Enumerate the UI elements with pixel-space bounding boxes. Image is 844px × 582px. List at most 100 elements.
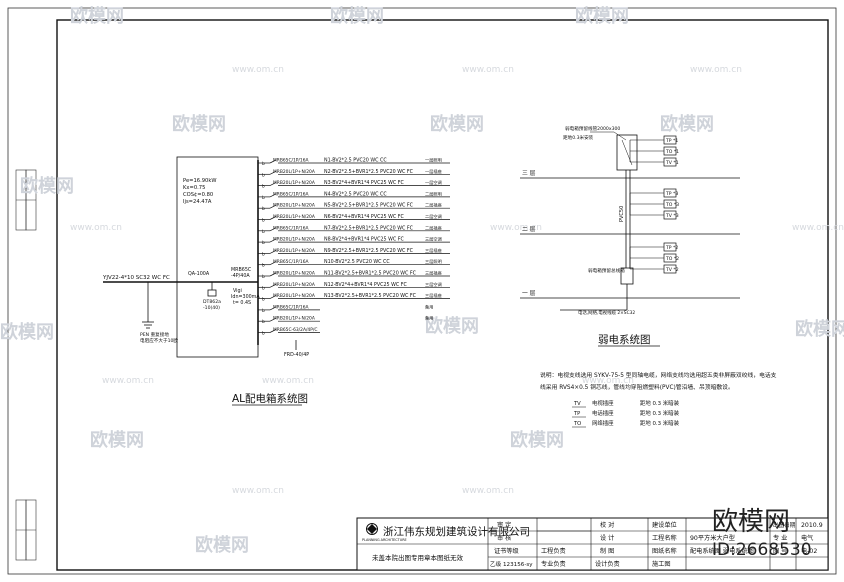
outlet-socket-icon <box>663 199 677 209</box>
circuit-cable: N12-BV2*4+BVR1*4 PVC25 WC FC <box>324 282 408 288</box>
note-line-2: 线采用 RVS4×0.5 铜芯线，管线均穿阻燃塑料(PVC)管沿墙、吊顶暗敷设。 <box>540 383 734 391</box>
weak-system-diagram: 弱电箱预留线管2000x300 距地0.3米安装 三 层 二 层 一 层 PVC… <box>520 125 740 347</box>
circuit-phase: b <box>262 285 265 291</box>
circuit-breaker: MRB65C-63/2A/4P/C <box>273 327 317 333</box>
circuit-phase: b <box>262 274 265 280</box>
binding-strip <box>15 169 37 561</box>
circuit-row: b MRB20L/1P+N/20A N6-BV2*4+BVR1*4 PVC25 WC… <box>258 213 450 224</box>
circuit-breaker: MRB65C/1P/16A <box>273 304 309 310</box>
svg-text:工程名称: 工程名称 <box>652 534 677 542</box>
svg-text:电气: 电气 <box>801 534 813 542</box>
circuit-breaker: MRB65C/1P/16A <box>273 225 309 231</box>
circuit-breaker: MRB20L/1P+N/20A <box>273 203 315 209</box>
circuit-phase: b <box>262 218 265 224</box>
legend-height: 距地 0.3 米暗装 <box>640 409 680 417</box>
outlet-item: TV *1 <box>630 157 679 167</box>
svg-text:www.om.cn: www.om.cn <box>462 65 514 75</box>
svg-text:设 计: 设 计 <box>600 534 614 542</box>
svg-text:审 核: 审 核 <box>497 534 511 542</box>
circuit-phase: b <box>262 263 265 269</box>
watermark-brand: 欧模网 <box>430 113 484 135</box>
circuit-cable: N4-BV2*2.5 PVC20 WC CC <box>324 191 387 197</box>
circuit-use: 备用 <box>425 315 433 322</box>
circuit-use: 二层照明 <box>425 191 442 197</box>
svg-text:电阻应不大于10欧: 电阻应不大于10欧 <box>140 337 178 344</box>
watermark-brand: 欧模网 <box>510 429 564 451</box>
circuit-breaker: MRB20L/1P+N/20A <box>273 237 315 243</box>
circuit-breaker: MRB20L/1P+N/20A <box>273 271 315 277</box>
circuit-cable: N6-BV2*4+BVR1*4 PVC25 WC FC <box>324 214 404 220</box>
svg-text:配电系统图 弱电系统图: 配电系统图 弱电系统图 <box>690 547 754 555</box>
circuit-breaker: MRB20L/1P+N/20A <box>273 248 315 254</box>
circuit-cable: N11-BV2*2.5+BVR1*2.5 PVC20 WC FC <box>324 271 417 277</box>
svg-text:www.om.cn: www.om.cn <box>462 486 514 496</box>
svg-text:审 定: 审 定 <box>497 521 511 529</box>
outlet-socket-icon <box>663 210 677 220</box>
legend-height: 距地 0.3 米暗装 <box>640 419 680 427</box>
svg-text:www.om.cn: www.om.cn <box>232 486 284 496</box>
circuit-breaker: MRB20L/1P+N/20A <box>273 293 315 299</box>
circuit-use: 三层照明 <box>425 259 442 265</box>
watermark-brand: 欧模网 <box>195 534 249 556</box>
outlet-item: TO *3 <box>630 199 679 209</box>
circuit-phase: b <box>262 195 265 201</box>
svg-text:www.om.cn: www.om.cn <box>102 376 154 386</box>
company-en: PLANNING ARCHITECTURE <box>362 538 407 542</box>
circuit-use: 二层插座 <box>425 202 442 209</box>
legend-height: 距地 0.3 米暗装 <box>640 399 680 407</box>
spare-label: FRD-40/4P <box>284 352 309 358</box>
circuit-cable: N7-BV2*2.5+BVR1*2.5 PVC20 WC FC <box>324 225 414 231</box>
outlet-item: TP *2 <box>630 242 678 252</box>
watermark-brand: 欧模网 <box>70 5 124 27</box>
circuit-phase: b <box>262 161 265 167</box>
corner-brand-name: 欧模网 <box>712 507 790 537</box>
outlet-socket-icon <box>663 135 677 145</box>
svg-text:证书等级: 证书等级 <box>494 547 519 555</box>
circuit-phase: b <box>262 319 265 325</box>
svg-text:MRB65C: MRB65C <box>231 267 252 273</box>
circuit-phase: b <box>262 251 265 257</box>
watermark-brand: 欧模网 <box>20 175 74 197</box>
svg-text:乙级 123156-sy: 乙级 123156-sy <box>490 560 533 568</box>
legend-name: 电视插座 <box>592 399 614 407</box>
floor-labels: 三 层 二 层 一 层 <box>522 170 536 297</box>
circuit-use: 二层空调 <box>425 213 442 220</box>
outlet-list: TP *1TO *1TV *1TP *3TO *3TV *3TP *2TO *2… <box>629 135 679 274</box>
circuit-breaker: MRB20L/1P+N/20A <box>273 214 315 220</box>
weak-system-title: 弱电系统图 <box>598 333 651 346</box>
circuit-use: 一层照明 <box>425 158 442 164</box>
svg-text:Vigi: Vigi <box>233 288 242 294</box>
notes-block: 说明：电视支线选用 SYKV-75-5 型同轴电缆，网络支线均选用超五类非屏蔽双… <box>540 371 777 428</box>
circuit-cable: N1-BV2*2.5 PVC20 WC CC <box>324 158 387 164</box>
outlet-label: TP *1 <box>665 138 678 144</box>
outer-border <box>7 7 837 575</box>
svg-text:距地0.3米安装: 距地0.3米安装 <box>563 134 594 141</box>
circuit-row: b MRB20L/1P+N/20A N11-BV2*2.5+BVR1*2.5 PVC… <box>258 270 450 280</box>
svg-text:www.om.cn: www.om.cn <box>690 65 742 75</box>
svg-text:弱电箱预留线管2000x300: 弱电箱预留线管2000x300 <box>565 125 620 132</box>
svg-text:t= 0.4S: t= 0.4S <box>233 300 251 306</box>
circuit-use: 备用 <box>425 303 433 310</box>
outlet-label: TV *1 <box>665 160 679 166</box>
svg-text:施工图: 施工图 <box>652 560 671 568</box>
circuit-use: 三层插座 <box>425 247 442 254</box>
outlet-socket-icon <box>663 157 677 167</box>
svg-text:一 层: 一 层 <box>522 290 536 297</box>
svg-text:-4P/40A: -4P/40A <box>231 273 250 279</box>
svg-text:专业负责: 专业负责 <box>541 560 566 568</box>
legend-name: 网络插座 <box>592 419 614 427</box>
circuit-cable: N5-BV2*2.5+BVR1*2.5 PVC20 WC FC <box>324 203 414 209</box>
svg-text:2010.9: 2010.9 <box>801 522 823 529</box>
title-block: 浙江伟东规划建筑设计有限公司 PLANNING ARCHITECTURE 未盖本… <box>356 517 829 571</box>
outlet-label: TO *2 <box>665 256 679 262</box>
svg-text:www.om.cn: www.om.cn <box>70 223 122 233</box>
circuit-use: 二层插座 <box>425 224 442 231</box>
svg-text:90平方米大户型: 90平方米大户型 <box>690 534 735 542</box>
